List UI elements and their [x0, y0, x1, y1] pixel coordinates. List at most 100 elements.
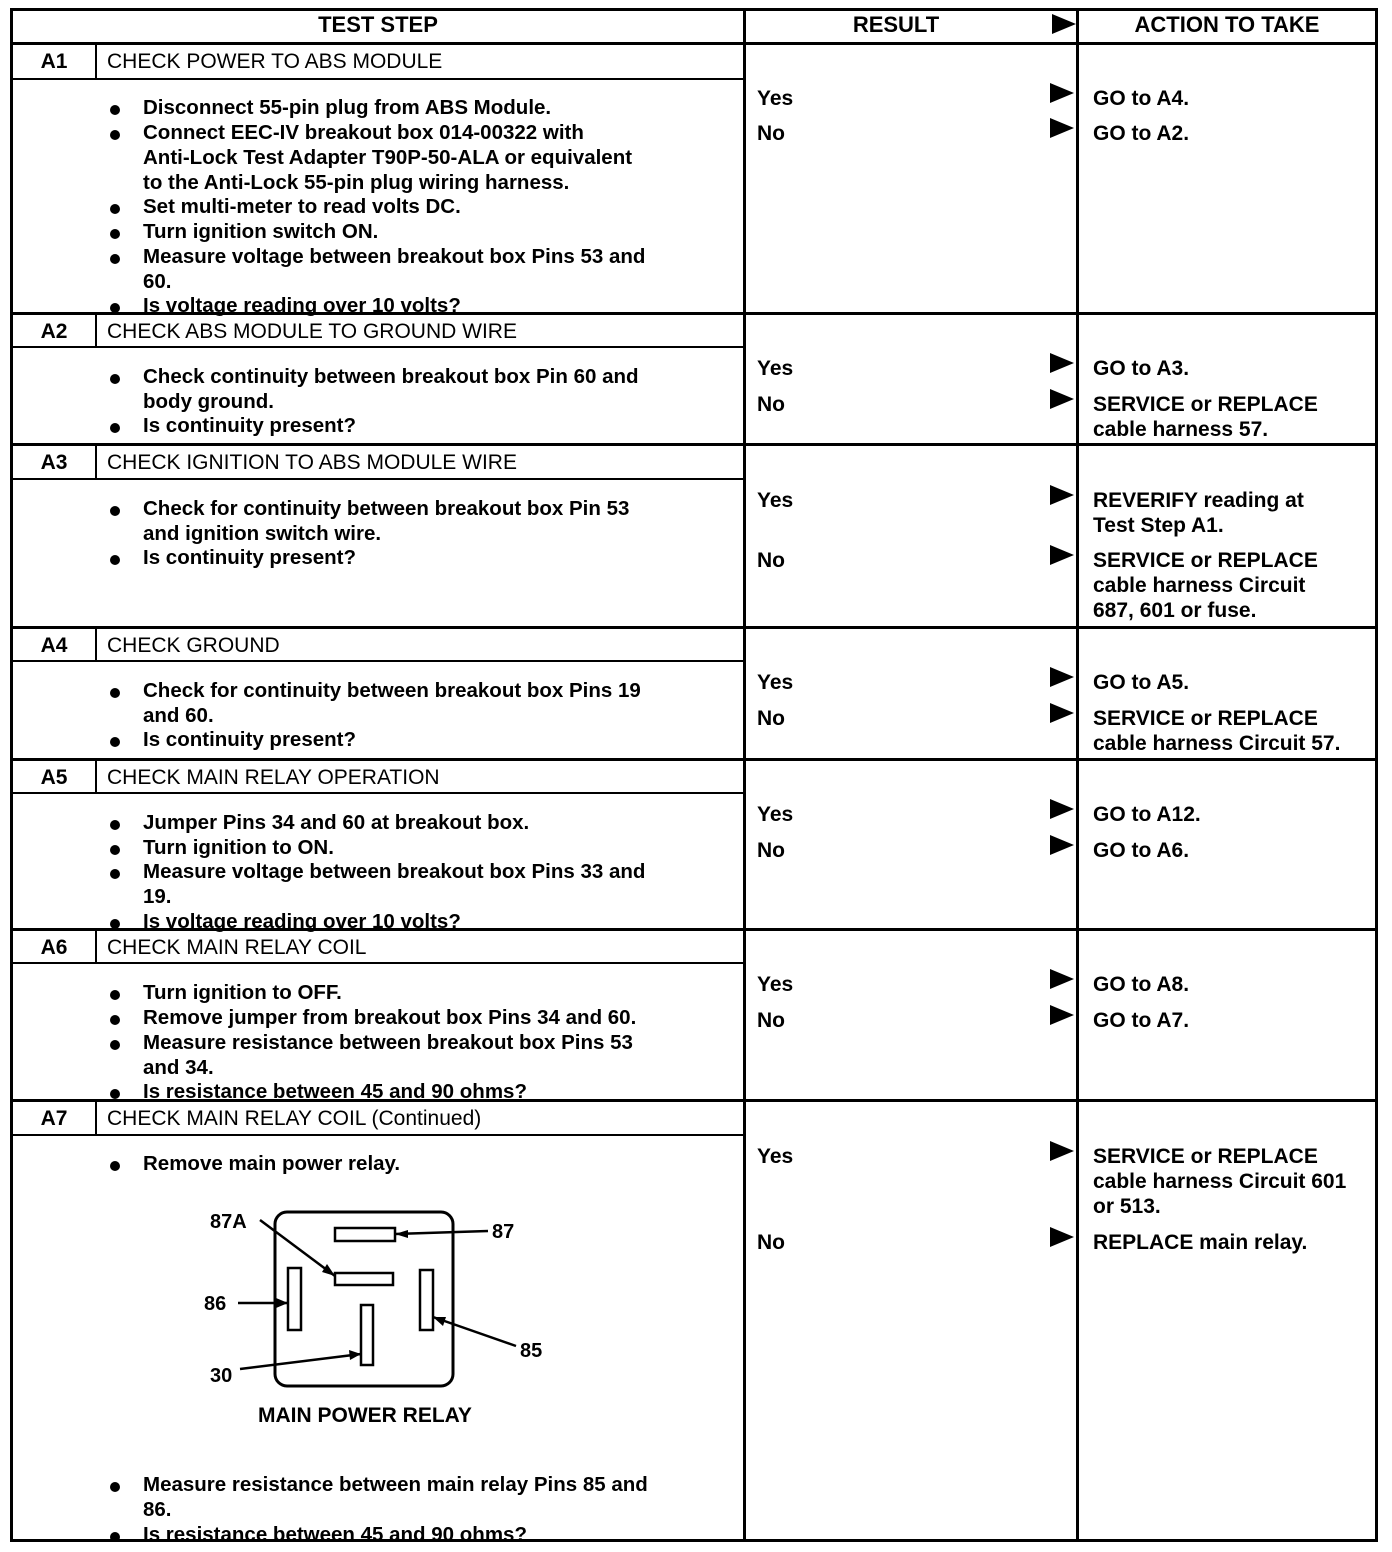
relay-pin-86 — [286, 1266, 303, 1332]
result-arrow-icon — [1050, 485, 1074, 505]
bullet-text-line: 19. — [143, 884, 172, 908]
action-text-line: GO to A7. — [1093, 1009, 1190, 1032]
step-id: A2 — [40, 320, 68, 343]
result-label: No — [757, 393, 785, 416]
step-separator — [10, 758, 1378, 761]
bullet-icon — [110, 820, 120, 830]
bullet-icon — [110, 204, 120, 214]
header-test-step: TEST STEP — [318, 12, 438, 37]
result-label: No — [757, 549, 785, 572]
table-border-bottom — [10, 1539, 1378, 1542]
action-text-line: SERVICE or REPLACE — [1093, 707, 1318, 730]
step-id-divider — [95, 760, 97, 794]
result-arrow-icon — [1050, 835, 1074, 855]
column-divider-action — [1076, 8, 1079, 1542]
bullet-text-line: 86. — [143, 1497, 172, 1521]
bullet-text-line: Remove jumper from breakout box Pins 34 … — [143, 1006, 637, 1029]
result-label: Yes — [757, 489, 794, 512]
bullet-text-line: Is voltage reading over 10 volts? — [143, 910, 461, 933]
result-arrow-icon — [1050, 969, 1074, 989]
bullet-icon — [110, 374, 120, 384]
header-divider — [10, 42, 1378, 45]
bullet-icon — [110, 506, 120, 516]
step-title: CHECK IGNITION TO ABS MODULE WIRE — [107, 451, 517, 474]
header-result: RESULT — [852, 12, 940, 37]
bullet-text-line: Jumper Pins 34 and 60 at breakout box. — [143, 811, 530, 834]
pin-label-87a: 87A — [210, 1211, 247, 1233]
result-label: Yes — [757, 1145, 794, 1168]
step-title-underline — [96, 962, 746, 964]
step-title-underline — [96, 792, 746, 794]
bullet-icon — [110, 303, 120, 313]
table-border-top — [10, 8, 1378, 11]
result-label: Yes — [757, 803, 794, 826]
result-arrow-icon — [1050, 1005, 1074, 1025]
step-title-underline — [96, 660, 746, 662]
table-border-left — [10, 8, 13, 1542]
bullet-text-line: Disconnect 55-pin plug from ABS Module. — [143, 96, 552, 119]
step-id: A1 — [40, 50, 68, 73]
action-text-line: REVERIFY reading at — [1093, 489, 1304, 512]
bullet-icon — [110, 845, 120, 855]
action-text-line: GO to A6. — [1093, 839, 1190, 862]
action-text-line: or 513. — [1093, 1194, 1161, 1218]
result-label: No — [757, 1009, 785, 1032]
bullet-text-line: and ignition switch wire. — [143, 521, 382, 545]
relay-pin-30 — [359, 1303, 375, 1367]
relay-pin-87a — [333, 1271, 395, 1287]
action-text-line: Test Step A1. — [1093, 513, 1224, 537]
bullet-text-line: Turn ignition to ON. — [143, 836, 334, 859]
result-label: Yes — [757, 87, 794, 110]
pin-label-87: 87 — [492, 1221, 514, 1243]
pin-label-30: 30 — [210, 1365, 232, 1387]
bullet-text-line: Is continuity present? — [143, 728, 356, 751]
bullet-text-line: Is resistance between 45 and 90 ohms? — [143, 1523, 527, 1546]
step-id: A3 — [40, 451, 68, 474]
pin-label-85: 85 — [520, 1340, 542, 1362]
bullet-icon — [110, 1015, 120, 1025]
action-text-line: cable harness Circuit 57. — [1093, 731, 1341, 755]
action-text-line: 687, 601 or fuse. — [1093, 598, 1257, 622]
step-id: A5 — [40, 766, 68, 789]
result-arrow-icon — [1050, 353, 1074, 373]
result-arrow-icon — [1050, 703, 1074, 723]
result-label: No — [757, 1231, 785, 1254]
relay-caption: MAIN POWER RELAY — [258, 1404, 472, 1427]
result-arrow-icon — [1050, 1141, 1074, 1161]
step-id-divider — [95, 1101, 97, 1136]
bullet-icon — [110, 869, 120, 879]
step-title: CHECK MAIN RELAY OPERATION — [107, 766, 440, 789]
step-title-underline — [96, 346, 746, 348]
result-arrow-icon — [1050, 118, 1074, 138]
bullet-icon — [110, 423, 120, 433]
bullet-icon — [110, 990, 120, 1000]
bullet-icon — [110, 555, 120, 565]
step-id-divider — [95, 314, 97, 348]
result-label: No — [757, 707, 785, 730]
action-text-line: GO to A5. — [1093, 671, 1190, 694]
header-action: ACTION TO TAKE — [1134, 12, 1320, 37]
action-text-line: GO to A2. — [1093, 122, 1190, 145]
result-label: No — [757, 839, 785, 862]
bullet-icon — [110, 688, 120, 698]
result-arrow-icon — [1050, 667, 1074, 687]
action-text-line: cable harness 57. — [1093, 417, 1269, 441]
table-border-right — [1375, 8, 1378, 1542]
bullet-text-line: Is continuity present? — [143, 546, 356, 569]
bullet-text-line: and 60. — [143, 703, 214, 727]
action-text-line: SERVICE or REPLACE — [1093, 1145, 1318, 1168]
bullet-text-line: Measure resistance between main relay Pi… — [143, 1473, 648, 1496]
bullet-text-line: 60. — [143, 269, 172, 293]
relay-pin-85 — [418, 1268, 435, 1332]
bullet-icon — [110, 254, 120, 264]
bullet-icon — [110, 919, 120, 929]
step-id: A4 — [40, 634, 68, 657]
bullet-text-line: Measure resistance between breakout box … — [143, 1031, 633, 1054]
step-title: CHECK MAIN RELAY COIL (Continued) — [107, 1107, 482, 1130]
step-separator — [10, 928, 1378, 931]
bullet-icon — [110, 229, 120, 239]
bullet-text-line: body ground. — [143, 389, 274, 413]
step-title: CHECK ABS MODULE TO GROUND WIRE — [107, 320, 517, 343]
step-id-underline — [10, 346, 96, 348]
